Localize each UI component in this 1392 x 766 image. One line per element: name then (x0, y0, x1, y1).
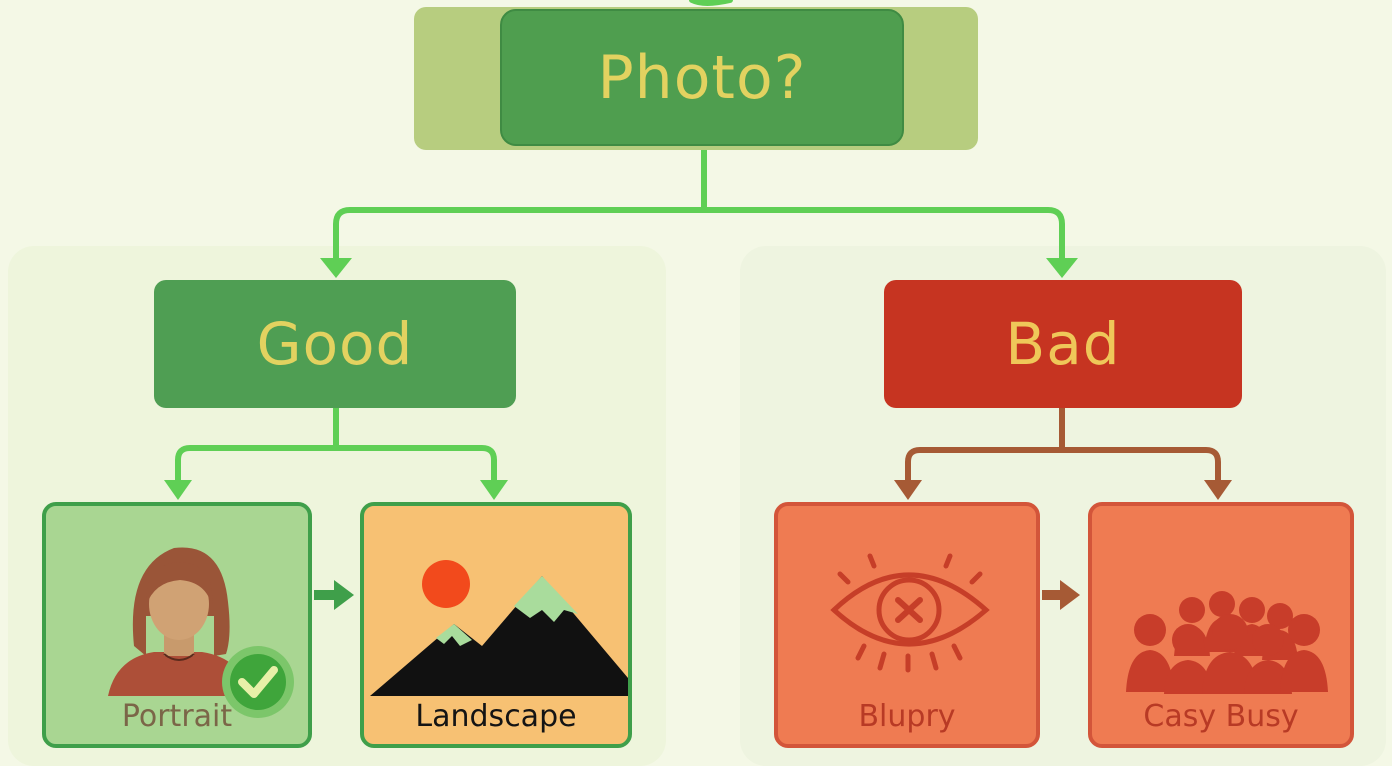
arrow-portrait-to-landscape (314, 580, 354, 610)
arrow-head-blurry (894, 480, 922, 500)
landscape-node: Landscape (360, 502, 632, 748)
arrow-head-portrait (164, 480, 192, 500)
connector-good-to-portrait (175, 445, 339, 487)
good-node: Good (154, 280, 516, 408)
portrait-person-icon (108, 547, 250, 696)
crowd-icon (1126, 591, 1328, 694)
arrow-head-good (320, 258, 352, 278)
mountain-sun-icon (370, 560, 628, 696)
landscape-label: Landscape (415, 699, 577, 734)
busy-node: Casy Busy (1088, 502, 1354, 748)
connector-top-stub (689, 0, 733, 6)
arrow-blurry-to-busy (1042, 580, 1080, 610)
crossed-eye-icon (830, 553, 990, 673)
portrait-label: Portrait (121, 699, 233, 734)
connector-good-to-landscape (333, 445, 497, 487)
blurry-label: Blupry (858, 699, 956, 734)
bad-label: Bad (1005, 310, 1121, 378)
portrait-node: Portrait (42, 502, 312, 748)
connector-root-to-bad (701, 207, 1065, 265)
check-icon (222, 646, 294, 718)
arrow-head-landscape (480, 480, 508, 500)
root-node: Photo? (500, 9, 904, 146)
connector-root-to-good (333, 207, 707, 265)
busy-label: Casy Busy (1143, 699, 1299, 734)
connector-bad-to-blurry (905, 447, 1065, 487)
root-label: Photo? (597, 42, 807, 113)
connector-bad-to-busy (1059, 447, 1221, 487)
good-label: Good (256, 310, 414, 378)
arrow-head-bad (1046, 258, 1078, 278)
blurry-node: Blupry (774, 502, 1040, 748)
arrow-head-busy (1204, 480, 1232, 500)
bad-node: Bad (884, 280, 1242, 408)
